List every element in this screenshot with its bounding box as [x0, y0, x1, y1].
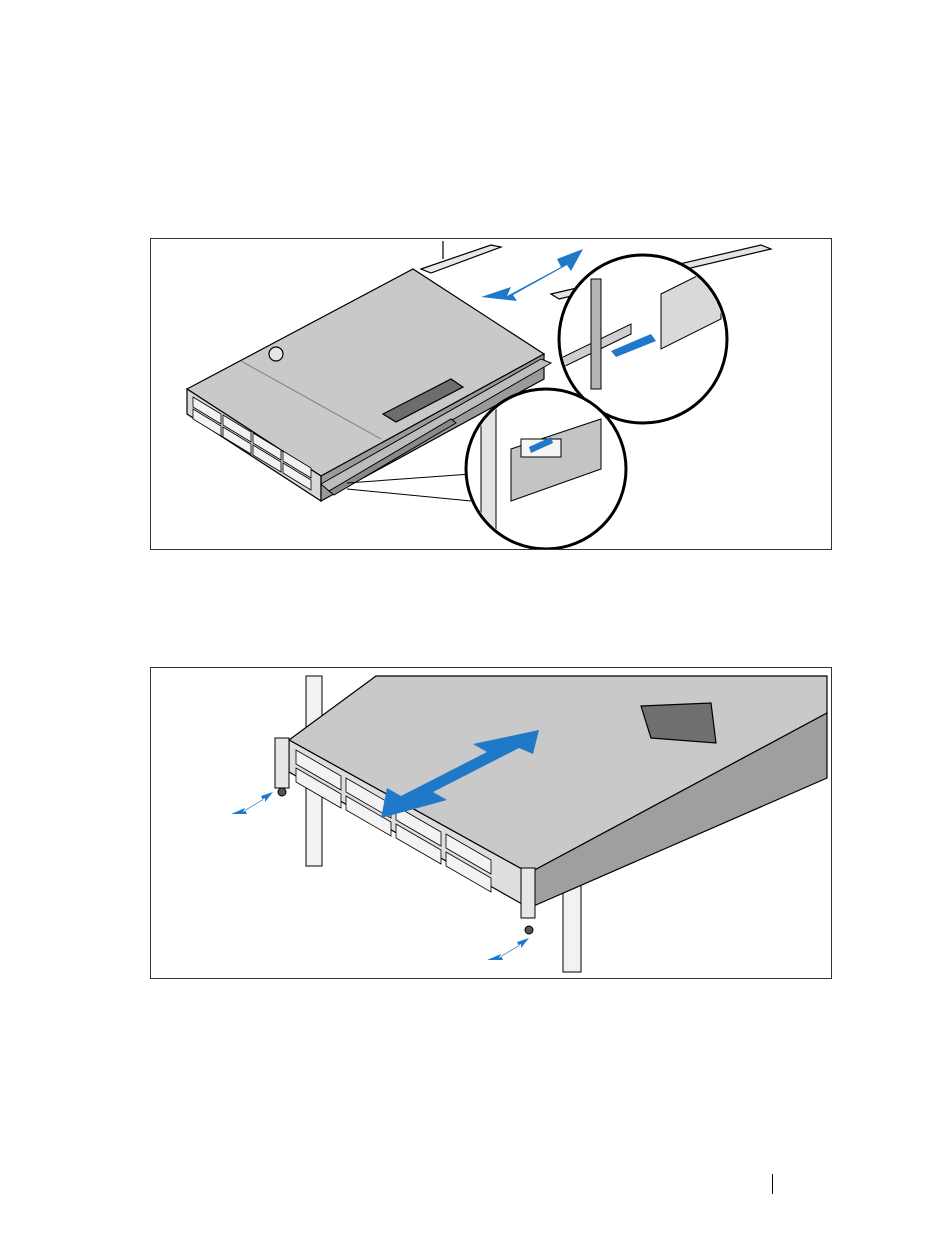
- figure-1-server-into-rails: [150, 238, 832, 550]
- callout-lines: [347, 474, 471, 501]
- thumbscrew-arrow-right: [487, 938, 529, 960]
- figure-1-illustration: [151, 239, 832, 550]
- figure-2-illustration: [151, 668, 832, 979]
- detail-circle-lower: [466, 389, 626, 549]
- figure-2-server-into-rack: [150, 667, 832, 979]
- thumbscrew-arrow-left: [231, 792, 273, 814]
- page-footer-rule: [772, 1174, 773, 1194]
